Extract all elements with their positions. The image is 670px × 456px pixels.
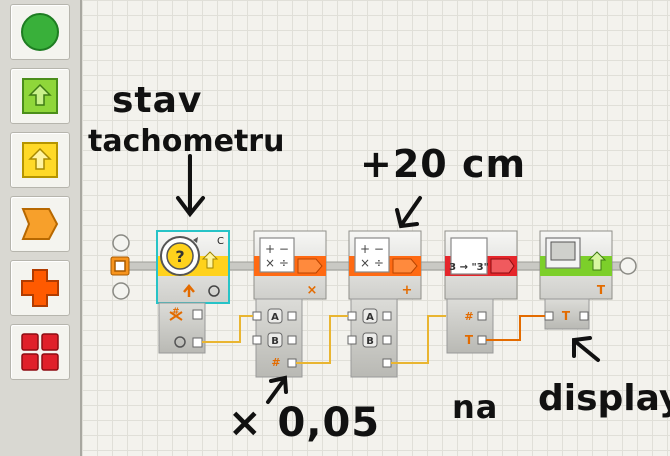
display-text-label: T xyxy=(597,283,606,297)
display-data-hub[interactable]: T xyxy=(544,298,590,330)
add-operator: + xyxy=(402,283,413,298)
svg-text:× ÷: × ÷ xyxy=(265,256,289,270)
plug-degrees[interactable] xyxy=(192,337,203,348)
number-to-text-icon xyxy=(450,237,488,275)
beam-connector-bottom[interactable] xyxy=(112,282,130,300)
math-multiply-data-hub[interactable]: A B # xyxy=(252,298,303,378)
plug-a-label: A xyxy=(366,312,374,323)
annotation-arrow-display xyxy=(572,336,600,362)
orange-plus-icon xyxy=(21,269,59,307)
plug-number-label: # xyxy=(464,310,473,323)
math-operators-icon xyxy=(259,237,295,273)
data-wire-degrees-to-a[interactable] xyxy=(202,315,253,343)
rotation-glyph-icon xyxy=(208,285,220,297)
plug-result-label: # xyxy=(271,356,280,369)
rotation-sensor-question-icon: ? xyxy=(160,236,200,276)
program-canvas[interactable] xyxy=(82,0,670,456)
number-to-text-block[interactable]: 3 → "3" xyxy=(444,230,518,300)
palette-action-button[interactable] xyxy=(10,68,70,124)
svg-text:+ −: + − xyxy=(265,242,289,256)
annotation-display: display xyxy=(538,378,670,419)
annotation-stav: stav xyxy=(112,80,203,121)
annotation-arrow-multiply xyxy=(266,375,288,404)
green-square-arrow-icon xyxy=(22,78,58,114)
plug-text-label: T xyxy=(465,333,474,347)
math-operators-icon xyxy=(354,237,390,273)
red-grid-icon xyxy=(21,333,59,371)
multiply-operator: × xyxy=(307,283,318,298)
direction-arrow-icon xyxy=(183,284,195,297)
data-wire-product-to-a[interactable] xyxy=(296,315,348,364)
svg-text:?: ? xyxy=(175,247,184,266)
sensor-arrow-icon xyxy=(201,251,219,269)
math-add-block[interactable]: + − × ÷ + xyxy=(348,230,422,300)
palette-sensor-button[interactable] xyxy=(10,132,70,188)
annotation-arrow-sensor xyxy=(176,154,205,218)
plug-count[interactable] xyxy=(192,309,203,320)
palette-data-button[interactable] xyxy=(10,260,70,316)
palette-advanced-button[interactable] xyxy=(10,324,70,380)
plug-text-label: T xyxy=(562,309,571,323)
conversion-label: 3 → "3" xyxy=(449,262,489,273)
beam-end-connector[interactable] xyxy=(619,257,637,275)
display-block[interactable]: T xyxy=(539,230,613,300)
annotation-tachometru: tachometru xyxy=(88,124,285,159)
math-multiply-block[interactable]: + − × ÷ × xyxy=(253,230,327,300)
annotation-na: na xyxy=(452,388,499,426)
plug-a-label: A xyxy=(271,312,279,323)
orange-chevron-icon xyxy=(21,208,59,240)
svg-text:+ −: + − xyxy=(360,242,384,256)
port-label: C xyxy=(217,236,224,247)
beam-connector-top[interactable] xyxy=(112,234,130,252)
yellow-square-arrow-icon xyxy=(22,142,58,178)
green-circle-icon xyxy=(21,13,59,51)
annotation-arrow-add xyxy=(395,196,422,229)
math-add-data-hub[interactable]: A B xyxy=(347,298,398,378)
svg-text:#: # xyxy=(172,307,180,317)
svg-text:× ÷: × ÷ xyxy=(360,256,384,270)
rotation-sensor-block[interactable]: ? C xyxy=(156,230,230,304)
annotation-times005: × 0,05 xyxy=(228,400,381,446)
annotation-plus20: +20 cm xyxy=(360,142,527,186)
palette-common-button[interactable] xyxy=(10,4,70,60)
data-wire-text-to-display[interactable] xyxy=(486,315,545,341)
palette-flow-button[interactable] xyxy=(10,196,70,252)
plug-b-label: B xyxy=(271,336,279,347)
rotation-sensor-data-hub[interactable]: # xyxy=(158,302,206,354)
block-palette xyxy=(0,0,82,456)
plug-b-label: B xyxy=(366,336,374,347)
number-to-text-data-hub[interactable]: # T xyxy=(446,298,494,354)
data-wire-sum-to-number[interactable] xyxy=(391,315,446,364)
display-screen-icon xyxy=(545,237,581,269)
